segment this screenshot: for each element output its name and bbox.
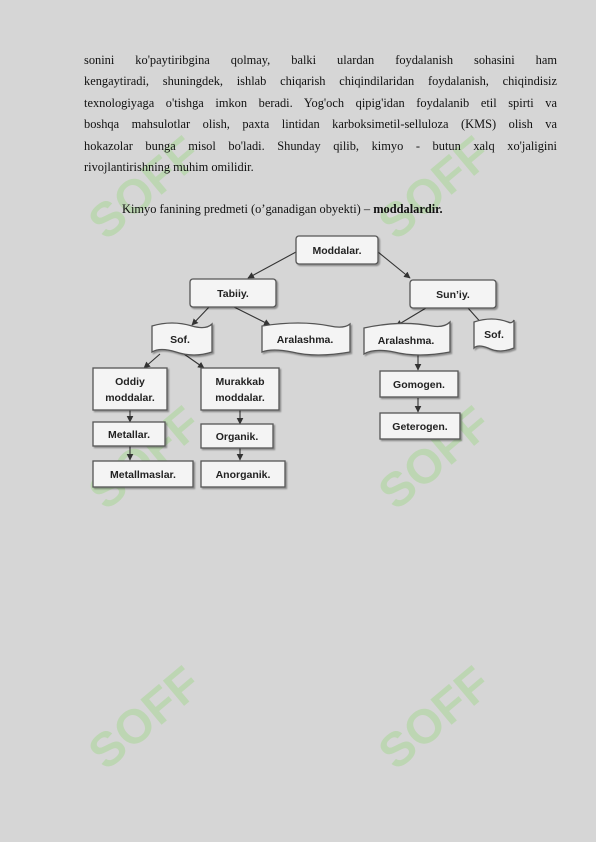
node-suniy-label: Sun’iy. <box>436 289 470 301</box>
node-moddalar: Moddalar. <box>295 235 379 265</box>
node-gomogen: Gomogen. <box>379 370 459 398</box>
paragraph-line: sonini ko'paytiribgina qolmay, balki ula… <box>84 53 557 67</box>
paragraph-line: hokazolar bunga misol bo'ladi. Shunday q… <box>84 138 557 153</box>
subject-line: Kimyo fanining predmeti (o’ganadigan oby… <box>122 202 443 217</box>
node-metallar: Metallar. <box>92 421 166 447</box>
paragraph-line: texnologiyaga o'tishga imkon beradi. Yog… <box>84 95 557 110</box>
node-sof-natural: Sof. <box>151 322 213 356</box>
node-geterogen: Geterogen. <box>379 412 461 440</box>
node-sof-artificial: Sof. <box>473 318 515 352</box>
paragraph-line: boshqa mahsulotlar olish, paxta lintidan… <box>84 117 557 132</box>
node-tabiiy: Tabiiy. <box>189 278 277 308</box>
node-geterogen-label: Geterogen. <box>392 421 448 433</box>
node-gomogen-label: Gomogen. <box>393 379 445 391</box>
node-aralashma-artificial-label: Aralashma. <box>378 335 435 347</box>
body-paragraph: sonini ko'paytiribgina qolmay, balki ula… <box>84 50 557 178</box>
node-metallmaslar: Metallmaslar. <box>92 460 194 488</box>
node-metallar-label: Metallar. <box>108 429 150 441</box>
node-sof-natural-label: Sof. <box>170 334 190 346</box>
arrow-natural-to-pure <box>191 305 211 326</box>
arrow-pure-to-simple <box>143 353 161 369</box>
node-organik: Organik. <box>200 423 274 449</box>
node-aralashma-natural: Aralashma. <box>261 322 351 356</box>
node-anorganik-label: Anorganik. <box>216 469 271 481</box>
node-oddiy-line2: moddalar. <box>105 392 155 404</box>
arrow-pure-to-complex <box>183 353 205 369</box>
node-metallmaslar-label: Metallmaslar. <box>110 469 176 481</box>
subject-bold: moddalardir. <box>373 202 443 216</box>
paragraph-line: kengaytiradi, shuningdek, ishlab chiqari… <box>84 74 557 89</box>
node-murakkab-line2: moddalar. <box>215 392 265 404</box>
node-aralashma-natural-label: Aralashma. <box>277 334 334 346</box>
arrow-root-to-natural <box>247 251 297 279</box>
arrow-natural-to-mixture <box>231 305 271 326</box>
subject-prefix: Kimyo fanining predmeti (o’ganadigan oby… <box>122 202 374 216</box>
node-oddiy-moddalar: Oddiy moddalar. <box>92 367 168 411</box>
paragraph-line: rivojlantirishning muhim omilidir. <box>84 160 254 175</box>
node-suniy: Sun’iy. <box>409 279 497 309</box>
node-murakkab-moddalar: Murakkab moddalar. <box>200 367 280 411</box>
node-sof-artificial-label: Sof. <box>484 329 504 341</box>
node-moddalar-label: Moddalar. <box>312 245 361 257</box>
node-tabiiy-label: Tabiiy. <box>217 288 249 300</box>
diagram-connectors <box>126 251 485 461</box>
node-aralashma-artificial: Aralashma. <box>363 320 451 356</box>
node-murakkab-line1: Murakkab <box>215 376 264 388</box>
node-organik-label: Organik. <box>216 431 259 443</box>
arrow-root-to-artificial <box>377 251 411 279</box>
node-anorganik: Anorganik. <box>200 460 286 488</box>
node-oddiy-line1: Oddiy <box>115 376 145 388</box>
